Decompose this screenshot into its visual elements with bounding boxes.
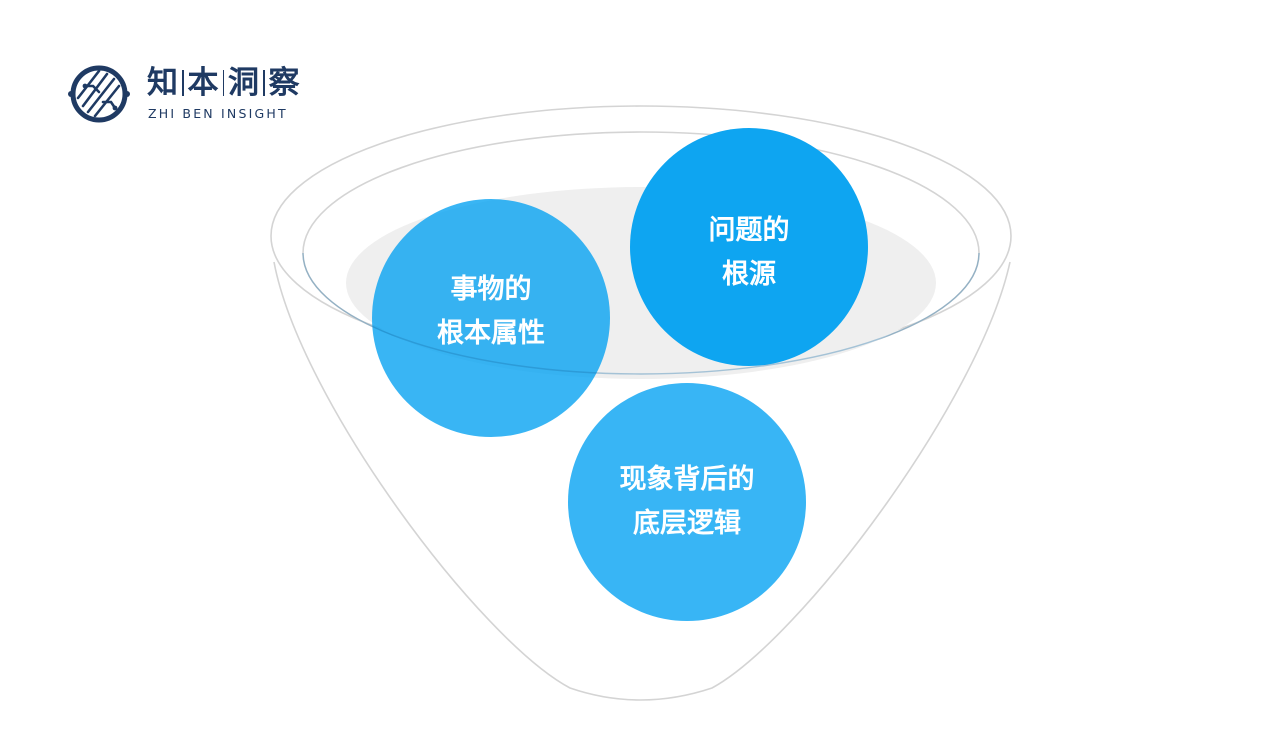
brand-char: 知 [147,65,178,101]
bubble-label-line: 根本属性 [437,318,545,349]
bubble-essential-attributes [372,199,610,437]
brand-name-en: ZHI BEN INSIGHT [148,106,288,121]
bubble-label-line: 底层逻辑 [633,508,741,539]
brand-divider [222,70,224,96]
bubble-label-essential-attributes: 事物的 根本属性 [391,268,591,356]
bubble-label-line: 根源 [722,259,776,290]
brand-char: 察 [268,65,300,101]
bubble-label-root-cause: 问题的 根源 [649,209,849,297]
bubble-label-line: 问题的 [708,215,790,246]
bubble-underlying-logic [568,383,806,621]
brand-name-cn: 知本洞察 [147,64,300,102]
brand-char: 洞 [228,65,259,101]
bubble-label-underlying-logic: 现象背后的 底层逻辑 [577,458,797,546]
bubble-label-line: 事物的 [450,274,532,305]
brand-divider [263,70,265,96]
brand-divider [182,70,184,96]
brand-char: 本 [187,65,219,101]
circuit-globe-icon [68,65,130,123]
brand-logo: 知本洞察 ZHI BEN INSIGHT [67,62,327,126]
funnel-body-outline [273,261,1011,701]
funnel-inner-rim-front [302,252,980,375]
bubble-root-cause [630,128,868,366]
bubble-label-line: 现象背后的 [619,464,755,495]
